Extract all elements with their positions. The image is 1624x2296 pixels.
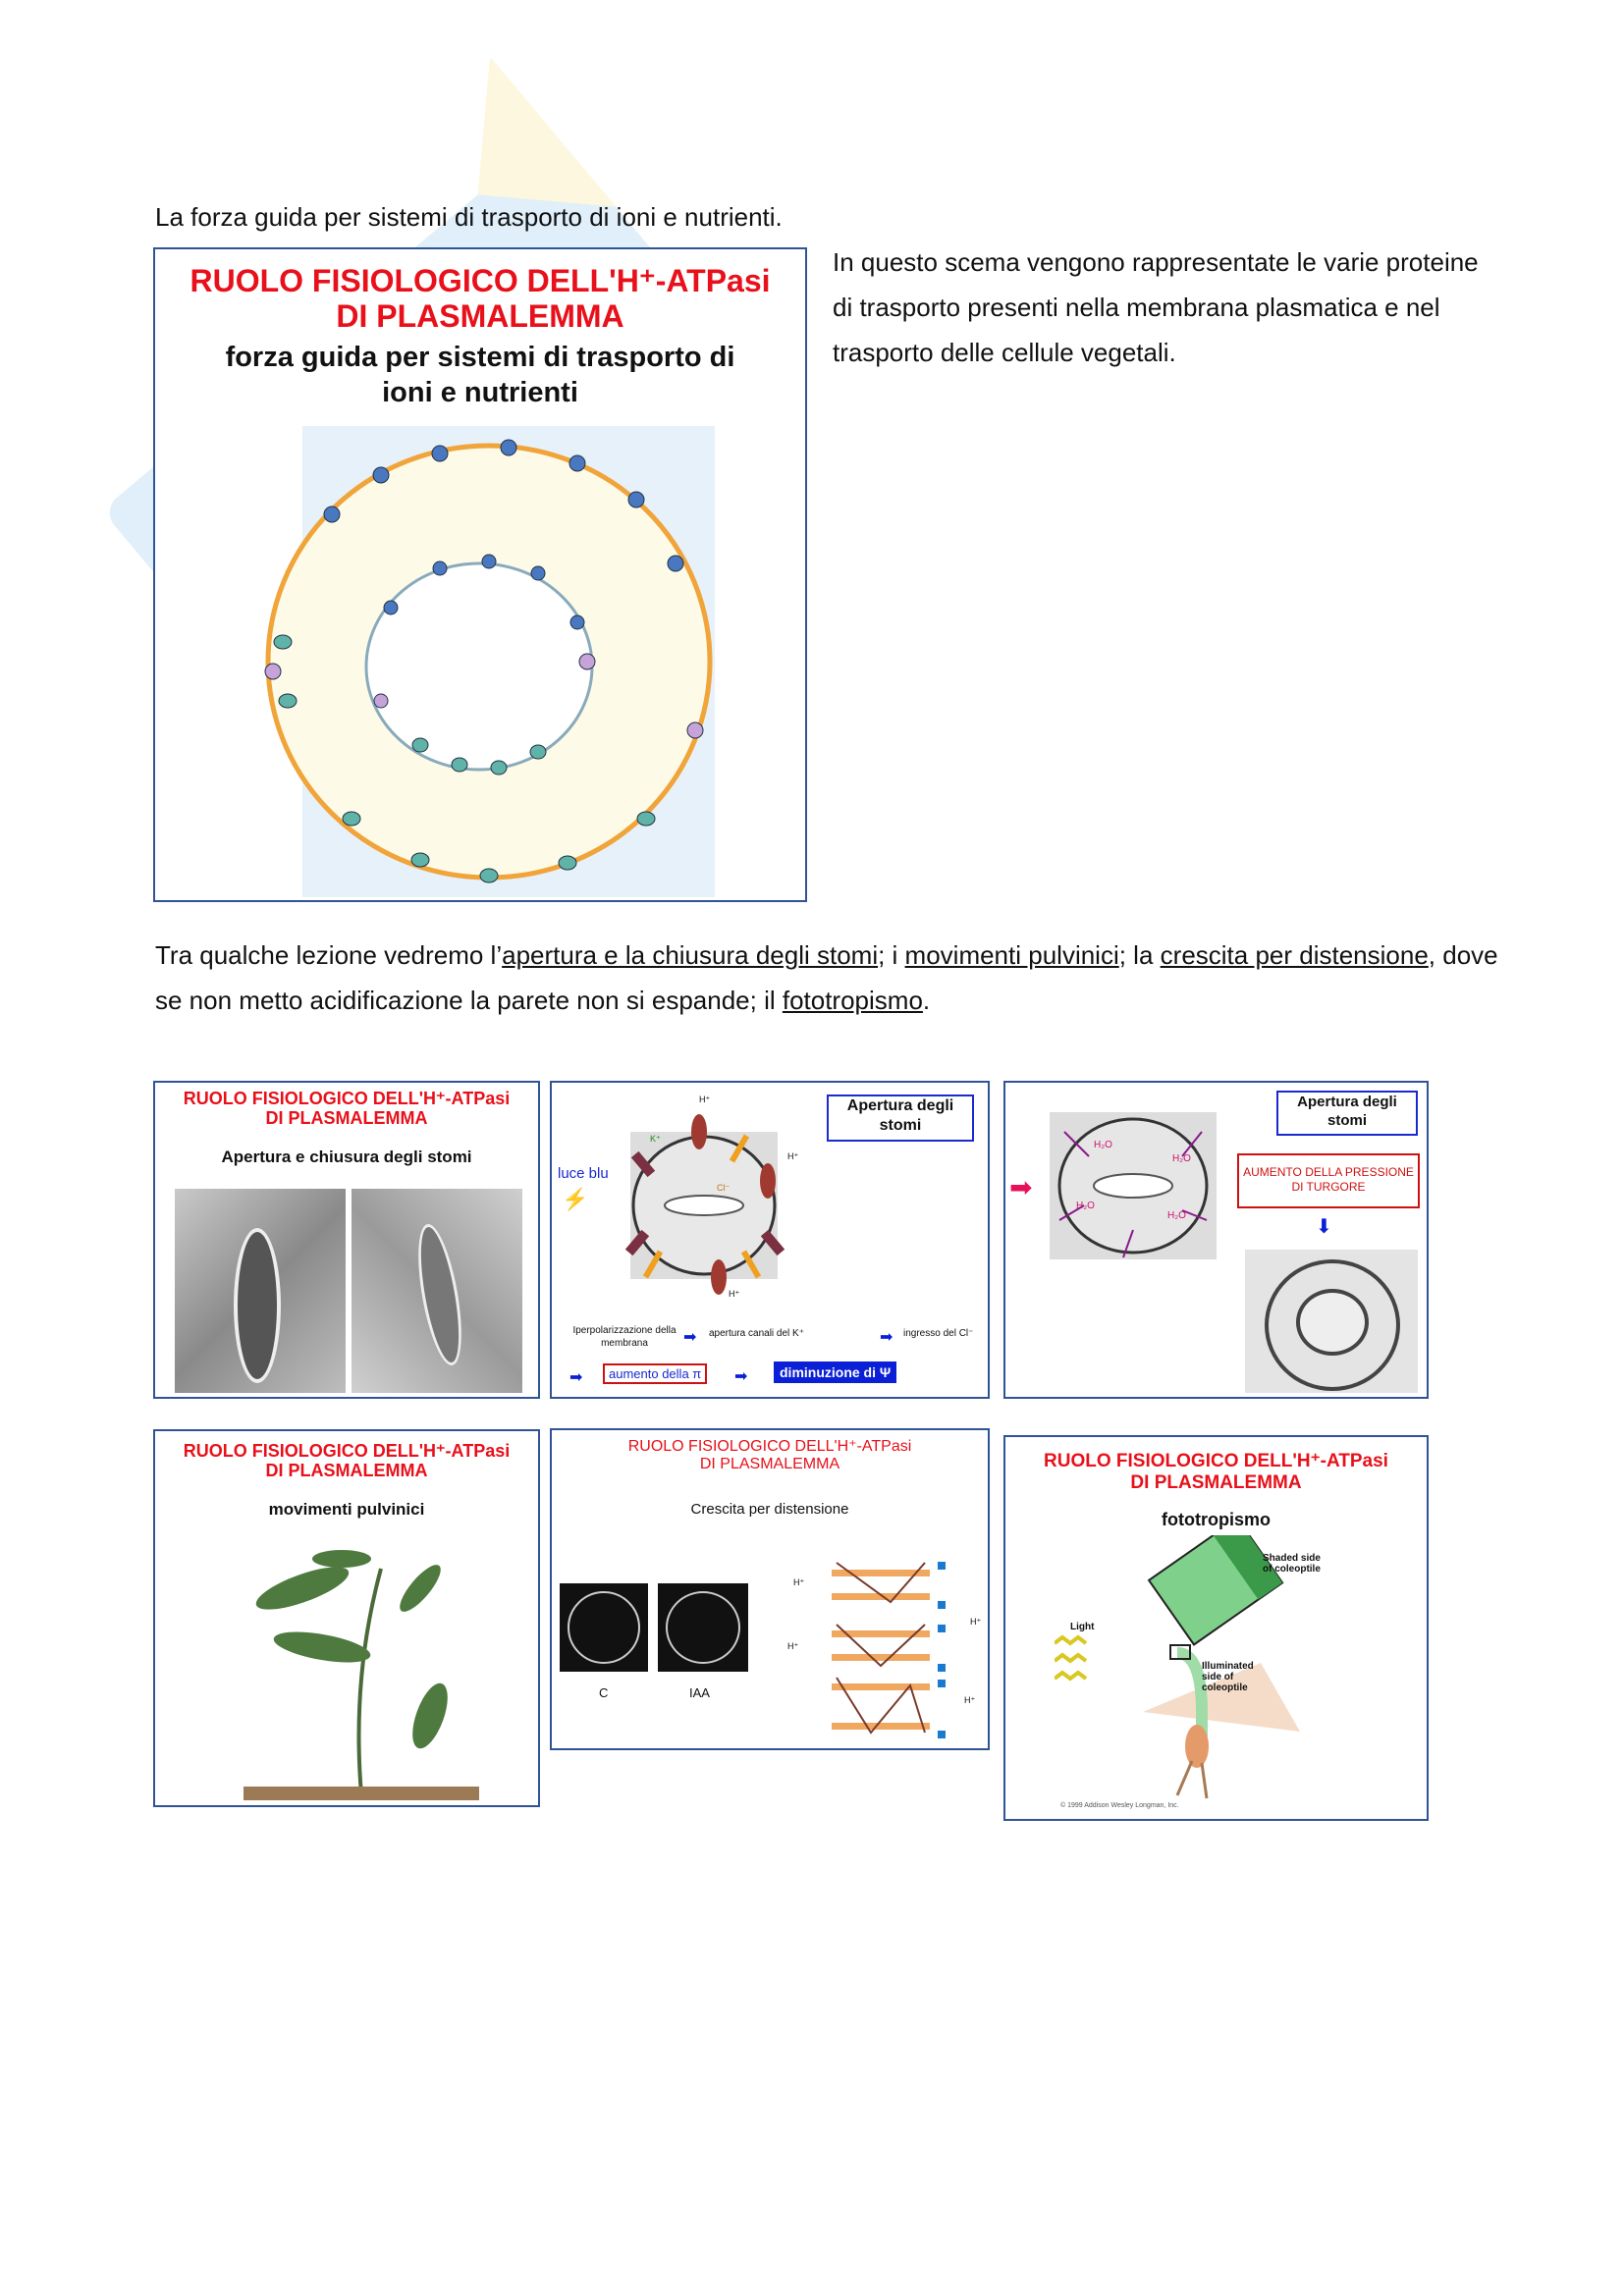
h-ion-label: H⁺: [793, 1577, 805, 1587]
paragraph-text: Tra qualche lezione vedremo l’: [155, 940, 503, 970]
mimosa-plant-illustration: [244, 1550, 479, 1800]
pink-arrow-icon: ➡: [1009, 1172, 1033, 1202]
arrow-right-icon: ➡: [880, 1329, 893, 1346]
lightning-icon: ⚡: [562, 1187, 589, 1211]
slide-apertura-stomi: Apertura degli stomi luce blu ⚡ K⁺ Cl⁻ H…: [550, 1081, 990, 1399]
arrow-down-icon: ⬇: [1316, 1216, 1332, 1238]
h2o-label: H₂O: [1172, 1153, 1191, 1164]
intro-paragraph: Tra qualche lezione vedremo l’apertura e…: [155, 933, 1510, 1023]
stoma-micrograph-left: [175, 1189, 346, 1393]
h-ion-label: H⁺: [699, 1095, 711, 1104]
apertura-label-box: Apertura degli stomi: [1276, 1091, 1418, 1136]
slide-title-line1: RUOLO FISIOLOGICO DELL'H⁺-ATPasi: [1044, 1451, 1388, 1471]
slide-title-line1: RUOLO FISIOLOGICO DELL'H⁺-ATPasi: [183, 1441, 511, 1461]
slide-stomi: RUOLO FISIOLOGICO DELL'H⁺-ATPasi DI PLAS…: [153, 1081, 540, 1399]
h-ion-label: H⁺: [729, 1289, 740, 1299]
figure-subtitle-line1: forza guida per sistemi di trasporto di: [225, 342, 735, 373]
figure-subtitle-line2: ioni e nutrienti: [382, 377, 578, 408]
arrow-right-icon: ➡: [683, 1329, 697, 1346]
main-figure: RUOLO FISIOLOGICO DELL'H⁺-ATPasi DI PLAS…: [153, 247, 807, 902]
heading-line: La forza guida per sistemi di trasporto …: [155, 202, 783, 232]
shaded-side-label: Shaded side of coleoptile: [1263, 1553, 1321, 1575]
slide-fototropismo: RUOLO FISIOLOGICO DELL'H⁺-ATPasi DI PLAS…: [1003, 1435, 1429, 1821]
cl-ion-label: Cl⁻: [717, 1183, 731, 1193]
link-apertura-stomi: apertura e la chiusura degli stomi: [502, 940, 879, 970]
control-petri-dish: [560, 1583, 648, 1672]
guard-cell-diagram: [624, 1114, 785, 1295]
step-iperpolarizzazione: Iperpolarizzazione della membrana: [572, 1325, 677, 1349]
arrow-right-icon: ➡: [734, 1368, 748, 1385]
slide-crescita: RUOLO FISIOLOGICO DELL'H⁺-ATPasi DI PLAS…: [550, 1428, 990, 1750]
slide-title-line1: RUOLO FISIOLOGICO DELL'H⁺-ATPasi: [183, 1089, 511, 1108]
slide-subtitle: movimenti pulvinici: [268, 1500, 425, 1519]
copyright-text: © 1999 Addison Wesley Longman, Inc.: [1060, 1802, 1179, 1809]
slide-pulvinici: RUOLO FISIOLOGICO DELL'H⁺-ATPasi DI PLAS…: [153, 1429, 540, 1807]
link-fototropismo: fototropismo: [782, 986, 923, 1015]
paragraph-text: .: [922, 986, 931, 1015]
illuminated-side-label: Illuminated side of coleoptile: [1202, 1661, 1254, 1693]
light-label: Light: [1070, 1622, 1095, 1632]
slide-title-line1: RUOLO FISIOLOGICO DELL'H⁺-ATPasi: [627, 1438, 912, 1455]
slide-title-line2: DI PLASMALEMMA: [1130, 1472, 1302, 1493]
h2o-label: H₂O: [1094, 1140, 1112, 1150]
step-diminuzione-psi: diminuzione di Ψ: [774, 1362, 897, 1383]
apertura-label-box: Apertura degli stomi: [827, 1095, 974, 1142]
plant-cell-transport-diagram: [264, 426, 715, 897]
open-stoma-micrograph: [1245, 1250, 1418, 1393]
h2o-label: H₂O: [1167, 1210, 1186, 1221]
h-ion-label: H⁺: [970, 1617, 982, 1627]
paragraph-text: ; la: [1118, 940, 1161, 970]
luce-blu-label: luce blu: [558, 1165, 609, 1182]
step-aumento-pi: aumento della π: [603, 1363, 708, 1384]
label-iaa: IAA: [689, 1685, 710, 1700]
turgore-box: AUMENTO DELLA PRESSIONE DI TURGORE: [1237, 1153, 1420, 1208]
slide-title-line2: DI PLASMALEMMA: [265, 1108, 428, 1128]
turgid-guard-cell-diagram: [1050, 1112, 1217, 1259]
slide-subtitle: Apertura e chiusura degli stomi: [221, 1148, 472, 1166]
h-ion-label: H⁺: [964, 1695, 976, 1705]
stoma-micrograph-right: [352, 1189, 522, 1393]
slide-subtitle: Crescita per distensione: [690, 1501, 849, 1518]
figure-title-line2: DI PLASMALEMMA: [336, 298, 624, 334]
paragraph-text: , dove se non metto acidificazione la pa…: [155, 940, 1498, 1015]
slide-turgore: Apertura degli stomi ➡ H₂O H₂O H₂O H₂O A…: [1003, 1081, 1429, 1399]
cell-wall-expansion-diagram: [832, 1562, 946, 1738]
paragraph-text: ; i: [878, 940, 905, 970]
h-ion-label: H⁺: [787, 1151, 799, 1161]
figure-title-line1: RUOLO FISIOLOGICO DELL'H⁺-ATPasi: [189, 263, 771, 298]
slide-subtitle: fototropismo: [1162, 1510, 1271, 1529]
h-ion-label: H⁺: [787, 1641, 799, 1651]
k-ion-label: K⁺: [650, 1134, 661, 1144]
arrow-right-icon: ➡: [569, 1369, 583, 1386]
iaa-petri-dish: [658, 1583, 748, 1672]
step-canali-k: apertura canali del K⁺: [709, 1328, 805, 1339]
label-control: C: [599, 1685, 609, 1700]
link-movimenti-pulvinici: movimenti pulvinici: [904, 940, 1119, 970]
side-description: In questo scema vengono rappresentate le…: [833, 247, 1479, 367]
h2o-label: H₂O: [1076, 1201, 1095, 1211]
slide-title-line2: DI PLASMALEMMA: [699, 1456, 840, 1472]
step-ingresso-cl: ingresso del Cl⁻: [903, 1328, 974, 1339]
slide-title-line2: DI PLASMALEMMA: [265, 1461, 428, 1480]
link-crescita-distensione: crescita per distensione: [1160, 940, 1429, 970]
coleoptile-illustration: [1055, 1535, 1300, 1799]
